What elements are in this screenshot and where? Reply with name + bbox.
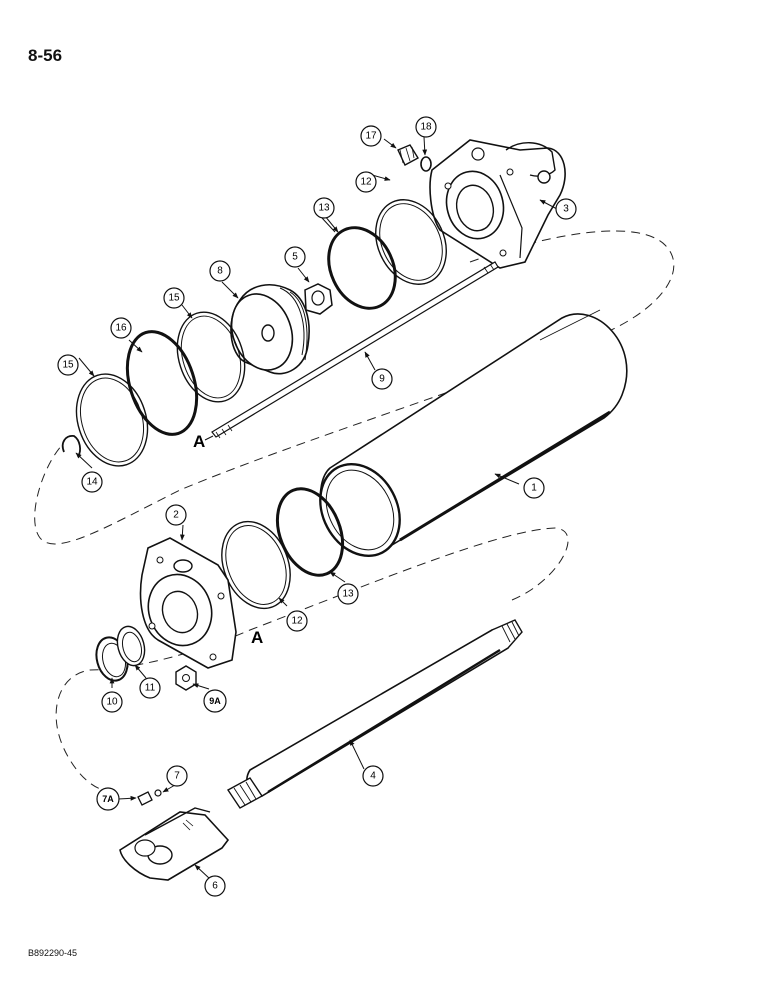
callout-9: 9 [371, 368, 393, 390]
reference-letter-bottom: A [251, 628, 263, 647]
backup-ring-left-inner [80, 377, 144, 463]
plug-fitting [397, 144, 419, 166]
figure-code: B892290-45 [28, 948, 78, 958]
callout-13-bottom: 13 [337, 583, 359, 605]
page-number: 8-56 [28, 46, 63, 65]
tie-rod [211, 261, 499, 439]
snap-ring [61, 435, 81, 458]
svg-text:11: 11 [145, 683, 156, 694]
callout-6: 6 [204, 875, 226, 897]
callout-1: 1 [523, 477, 545, 499]
svg-text:17: 17 [365, 131, 377, 142]
callout-13-top: 13 [313, 197, 335, 219]
backup-ring-mid [176, 311, 246, 403]
o-ring-lower [275, 487, 345, 577]
svg-text:15: 15 [168, 293, 180, 304]
callout-16: 16 [110, 317, 132, 339]
svg-text:12: 12 [360, 177, 372, 188]
grease-fitting [154, 789, 162, 797]
backup-ring-top [375, 199, 447, 285]
backup-ring-lower-inner [225, 525, 287, 605]
callout-4: 4 [362, 765, 384, 787]
svg-text:4: 4 [370, 771, 376, 782]
backup-ring-left [75, 373, 149, 467]
backup-ring-mid-inner [180, 315, 242, 399]
rod-seal-inner [121, 631, 143, 663]
svg-text:16: 16 [115, 323, 127, 334]
svg-text:9: 9 [379, 374, 385, 385]
set-screw [137, 791, 153, 806]
rod-clevis [119, 807, 230, 881]
piston-rod [226, 619, 523, 809]
callout-12-top: 12 [355, 171, 377, 193]
svg-text:13: 13 [342, 589, 354, 600]
callout-5: 5 [284, 246, 306, 268]
svg-text:18: 18 [420, 122, 432, 133]
callout-11: 11 [139, 677, 161, 699]
lock-nut [304, 283, 333, 315]
leader-lines [75, 136, 558, 880]
callout-14: 14 [81, 471, 103, 493]
svg-text:7A: 7A [102, 794, 114, 804]
svg-text:10: 10 [106, 697, 118, 708]
assembly-path-upper [34, 230, 675, 545]
svg-text:15: 15 [62, 360, 74, 371]
callout-15-right: 15 [163, 287, 185, 309]
svg-text:13: 13 [318, 203, 330, 214]
callout-9a: 9A [203, 689, 227, 713]
callout-7a: 7A [96, 787, 120, 811]
svg-text:9A: 9A [209, 696, 221, 706]
svg-text:8: 8 [217, 266, 223, 277]
svg-text:3: 3 [563, 204, 569, 215]
tie-rod-nut [175, 665, 197, 691]
svg-text:14: 14 [86, 477, 98, 488]
callout-7: 7 [166, 765, 188, 787]
callout-18: 18 [415, 116, 437, 138]
callout-15-left: 15 [57, 354, 79, 376]
backup-ring-top-inner [379, 203, 443, 281]
callout-2: 2 [165, 504, 187, 526]
svg-text:6: 6 [212, 881, 218, 892]
reference-letter-top: A [193, 432, 205, 451]
callout-17: 17 [360, 125, 382, 147]
svg-text:5: 5 [292, 252, 298, 263]
end-cap-bottom [139, 537, 237, 669]
callout-10: 10 [101, 691, 123, 713]
small-o-ring [420, 156, 432, 172]
svg-text:2: 2 [173, 510, 179, 521]
callout-3: 3 [555, 198, 577, 220]
callout-12-bottom: 12 [286, 610, 308, 632]
end-cap-top [429, 139, 566, 269]
svg-text:1: 1 [531, 483, 537, 494]
svg-text:12: 12 [291, 616, 303, 627]
callout-8: 8 [209, 260, 231, 282]
o-ring-top [327, 226, 397, 310]
piston [230, 284, 310, 375]
svg-text:7: 7 [174, 771, 180, 782]
